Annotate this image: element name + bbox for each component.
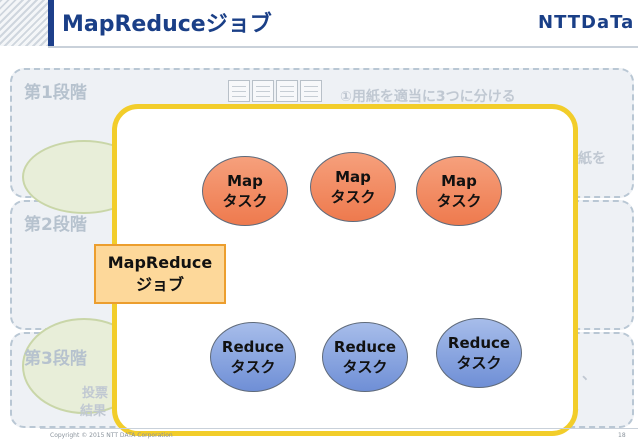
- ntt-data-logo: NTTDaTa: [538, 12, 635, 33]
- reduce-task-3: Reduce タスク: [436, 318, 522, 388]
- stage-2-label: 第2段階: [24, 215, 87, 235]
- reduce-task-3-line1: Reduce: [447, 334, 511, 352]
- step3-left-top: 投票: [82, 386, 109, 401]
- slide-title: MapReduceジョブ: [62, 12, 272, 37]
- map-task-1-line1: Map: [227, 172, 263, 190]
- job-label-line2: ジョブ: [135, 275, 184, 294]
- reduce-task-1: Reduce タスク: [210, 322, 296, 392]
- map-task-2: Map タスク: [310, 152, 396, 222]
- map-task-2-line1: Map: [335, 168, 371, 186]
- page-number: 18: [618, 432, 626, 439]
- title-accent-bar: [48, 0, 54, 46]
- map-task-3-line1: Map: [441, 172, 477, 190]
- step1-right-text: 紙を: [578, 151, 606, 167]
- reduce-task-2: Reduce タスク: [322, 322, 408, 392]
- map-task-2-line2: タスク: [330, 188, 376, 206]
- footer-divider: [40, 428, 638, 429]
- map-task-3: Map タスク: [416, 156, 502, 226]
- step3-left-bottom: 結果: [80, 404, 107, 419]
- reduce-task-3-line2: タスク: [456, 354, 502, 372]
- job-label-line1: MapReduce: [107, 253, 213, 272]
- reduce-task-1-line1: Reduce: [221, 338, 285, 356]
- copyright-text: Copyright © 2015 NTT DATA Corporation: [50, 432, 173, 439]
- paper-stack-icon: [252, 80, 274, 102]
- step1-instruction: ①用紙を適当に3つに分ける: [340, 89, 516, 105]
- map-task-1: Map タスク: [202, 156, 288, 226]
- map-task-3-line2: タスク: [436, 192, 482, 210]
- step3-right-top: 、: [582, 367, 596, 383]
- reduce-task-1-line2: タスク: [230, 358, 276, 376]
- reduce-task-2-line1: Reduce: [333, 338, 397, 356]
- paper-stack-icon: [228, 80, 250, 102]
- stage-3-label: 第3段階: [24, 349, 87, 369]
- paper-stack-icon: [300, 80, 322, 102]
- title-divider: [48, 46, 638, 48]
- map-task-1-line2: タスク: [222, 192, 268, 210]
- reduce-task-2-line2: タスク: [342, 358, 388, 376]
- stage-1-label: 第1段階: [24, 83, 87, 103]
- title-decoration: [0, 0, 48, 46]
- mapreduce-job-label: MapReduce ジョブ: [94, 244, 226, 304]
- paper-stack-icon: [276, 80, 298, 102]
